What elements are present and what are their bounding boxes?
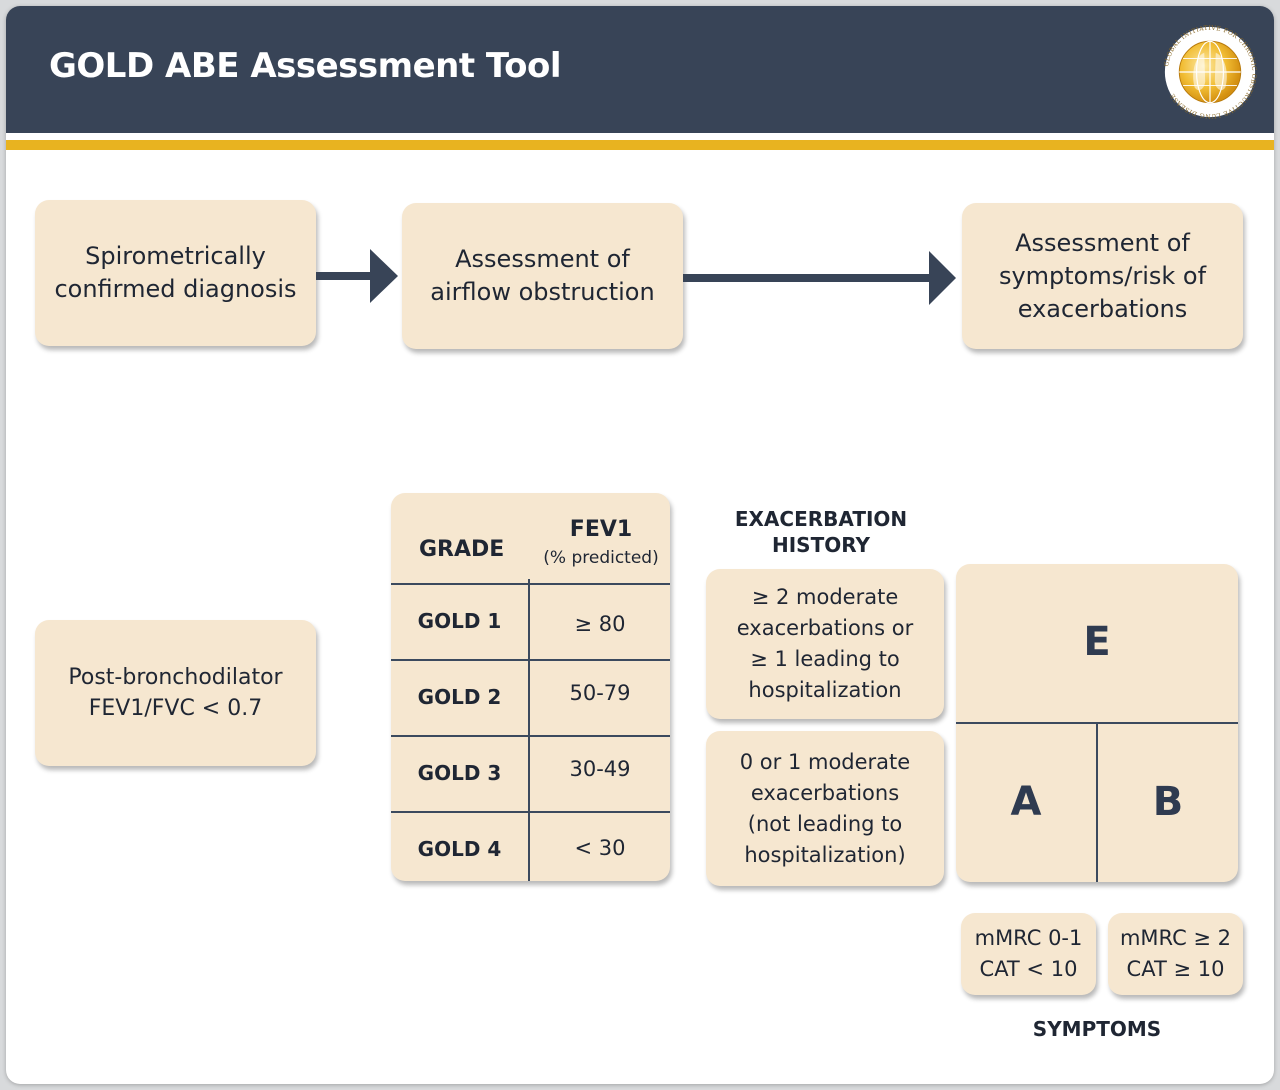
accent-bar xyxy=(6,140,1274,150)
exacerbation-high-label: ≥ 2 moderate exacerbations or ≥ 1 leadin… xyxy=(736,585,914,702)
arrow-right-icon xyxy=(683,251,956,305)
step-symptoms-risk-label: Assessment of symptoms/risk of exacerbat… xyxy=(998,228,1207,323)
table-divider xyxy=(391,735,670,737)
table-divider xyxy=(391,583,670,585)
exacerbation-high-box: ≥ 2 moderate exacerbations or ≥ 1 leadin… xyxy=(706,569,944,719)
criterion-label: Post-bronchodilator FEV1/FVC < 0.7 xyxy=(68,665,283,721)
table-divider-vertical xyxy=(528,579,530,881)
group-b-label: B xyxy=(1152,779,1184,825)
table-row-fev1: < 30 xyxy=(574,836,626,860)
table-row-fev1: 50-79 xyxy=(569,681,631,705)
group-e-label: E xyxy=(1083,619,1111,665)
exacerbation-low-label: 0 or 1 moderate exacerbations (not leadi… xyxy=(739,749,911,867)
step-diagnosis-box: Spirometrically confirmed diagnosis xyxy=(35,200,316,346)
table-divider xyxy=(391,659,670,661)
criterion-box: Post-bronchodilator FEV1/FVC < 0.7 xyxy=(35,620,316,766)
header-bar: GOLD ABE Assessment Tool GLOBAL INITIATI… xyxy=(6,6,1274,133)
step-airflow-label: Assessment of airflow obstruction xyxy=(430,245,655,306)
gold-globe-logo-icon: GLOBAL INITIATIVE FOR CHRONIC OBSTRUCTIV… xyxy=(1163,25,1257,120)
table-row-grade: GOLD 3 xyxy=(417,761,502,785)
table-divider xyxy=(391,811,670,813)
symptoms-title: SYMPTOMS xyxy=(1032,1017,1162,1041)
step-airflow-box: Assessment of airflow obstruction xyxy=(402,203,683,349)
grade-header: GRADE xyxy=(419,537,505,562)
exacerbation-low-box: 0 or 1 moderate exacerbations (not leadi… xyxy=(706,731,944,886)
abe-group-grid: E A B xyxy=(956,564,1238,882)
fev1-header: FEV1 xyxy=(569,517,633,542)
page-title: GOLD ABE Assessment Tool xyxy=(49,46,561,86)
symptoms-low-box: mMRC 0-1 CAT < 10 xyxy=(961,913,1096,995)
table-row-grade: GOLD 4 xyxy=(417,837,502,861)
grid-divider-vertical xyxy=(1096,723,1098,882)
table-row-fev1: ≥ 80 xyxy=(574,612,626,636)
symptoms-low-label: mMRC 0-1 CAT < 10 xyxy=(974,926,1083,981)
table-row-fev1: 30-49 xyxy=(569,757,631,781)
table-row-grade: GOLD 1 xyxy=(417,609,502,633)
step-symptoms-risk-box: Assessment of symptoms/risk of exacerbat… xyxy=(962,203,1243,349)
grade-table: GRADE FEV1 (% predicted) GOLD 1 ≥ 80 GOL… xyxy=(391,493,670,881)
symptoms-high-box: mMRC ≥ 2 CAT ≥ 10 xyxy=(1108,913,1243,995)
exacerbation-history-title: EXACERBATION HISTORY xyxy=(734,507,908,557)
arrow-right-icon xyxy=(316,249,398,303)
symptoms-high-label: mMRC ≥ 2 CAT ≥ 10 xyxy=(1119,926,1232,981)
step-diagnosis-label: Spirometrically confirmed diagnosis xyxy=(54,242,297,303)
table-row-grade: GOLD 2 xyxy=(417,685,502,709)
group-a-label: A xyxy=(1010,779,1042,825)
fev1-header-sub: (% predicted) xyxy=(543,548,659,568)
slide-frame: GOLD ABE Assessment Tool GLOBAL INITIATI… xyxy=(6,6,1274,1084)
